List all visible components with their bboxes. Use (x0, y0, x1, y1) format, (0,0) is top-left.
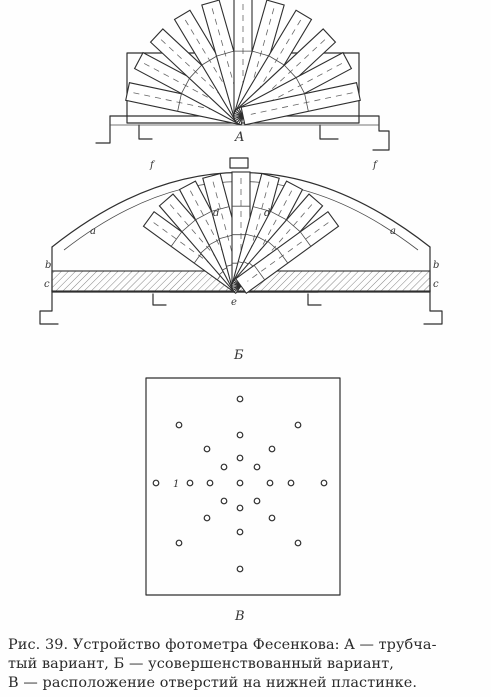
panel-v-hole (266, 479, 274, 487)
panel-v-hole (203, 514, 211, 522)
part-label-d-right: d (264, 208, 271, 219)
part-label-v-one: 1 (173, 479, 180, 490)
panel-v-hole (236, 528, 244, 536)
panel-v-hole (236, 431, 244, 439)
panel-b-right-foot (423, 289, 443, 325)
part-label-c-left: c (44, 279, 50, 290)
panel-b-top-cap (229, 157, 249, 169)
part-label-d-left: d (213, 208, 220, 219)
panel-b-tube (234, 210, 340, 295)
panel-v-hole (186, 479, 194, 487)
part-label-b-left: b (45, 260, 52, 271)
panel-v-hole (320, 479, 328, 487)
panel-v-hole (175, 539, 183, 547)
part-label-f-left: f (150, 160, 154, 171)
part-label-a-left: a (90, 226, 96, 237)
panel-v-hole (220, 497, 228, 505)
panel-b-right-bracket (307, 293, 322, 306)
panel-v-hole (253, 497, 261, 505)
panel-v-hole (287, 479, 295, 487)
part-label-c-right: c (433, 279, 439, 290)
panel-a-label: A (235, 130, 245, 145)
panel-v-hole (253, 463, 261, 471)
panel-v-hole (268, 514, 276, 522)
panel-a-right-foot (319, 124, 339, 140)
panel-a-tube (240, 82, 361, 126)
panel-b-left-bracket (152, 293, 167, 306)
caption-line-3: В — расположение отверстий на нижней пла… (8, 675, 418, 691)
caption-line-1: Рис. 39. Устройство фотометра Фесенкова:… (8, 637, 437, 653)
panel-v-hole (203, 445, 211, 453)
part-label-b-right: b (433, 260, 440, 271)
figure-caption: Рис. 39. Устройство фотометра Фесенкова:… (8, 636, 482, 693)
panel-v-plate (145, 377, 341, 596)
panel-v-hole (206, 479, 214, 487)
part-label-f-right: f (373, 160, 377, 171)
caption-line-2: тый вариант, Б — усовершенствованный вар… (8, 656, 394, 672)
panel-v-hole (294, 421, 302, 429)
panel-v-hole (294, 539, 302, 547)
panel-v-hole (220, 463, 228, 471)
panel-b-label: Б (234, 348, 244, 363)
panel-v-hole (236, 395, 244, 403)
panel-v-hole (236, 479, 244, 487)
panel-v-hole (236, 504, 244, 512)
panel-a-left-flange (95, 115, 111, 144)
panel-b-left-foot (39, 289, 59, 325)
panel-v-hole (236, 454, 244, 462)
panel-a-right-flange (109, 115, 390, 151)
panel-v-hole (152, 479, 160, 487)
part-label-e-center: e (231, 297, 237, 308)
panel-b-tube (231, 172, 280, 290)
panel-v-hole (268, 445, 276, 453)
part-label-a-right: a (390, 226, 396, 237)
panel-v-hole (175, 421, 183, 429)
panel-a-left-foot (138, 124, 153, 140)
panel-v-hole (236, 565, 244, 573)
panel-v-label: В (235, 609, 245, 624)
